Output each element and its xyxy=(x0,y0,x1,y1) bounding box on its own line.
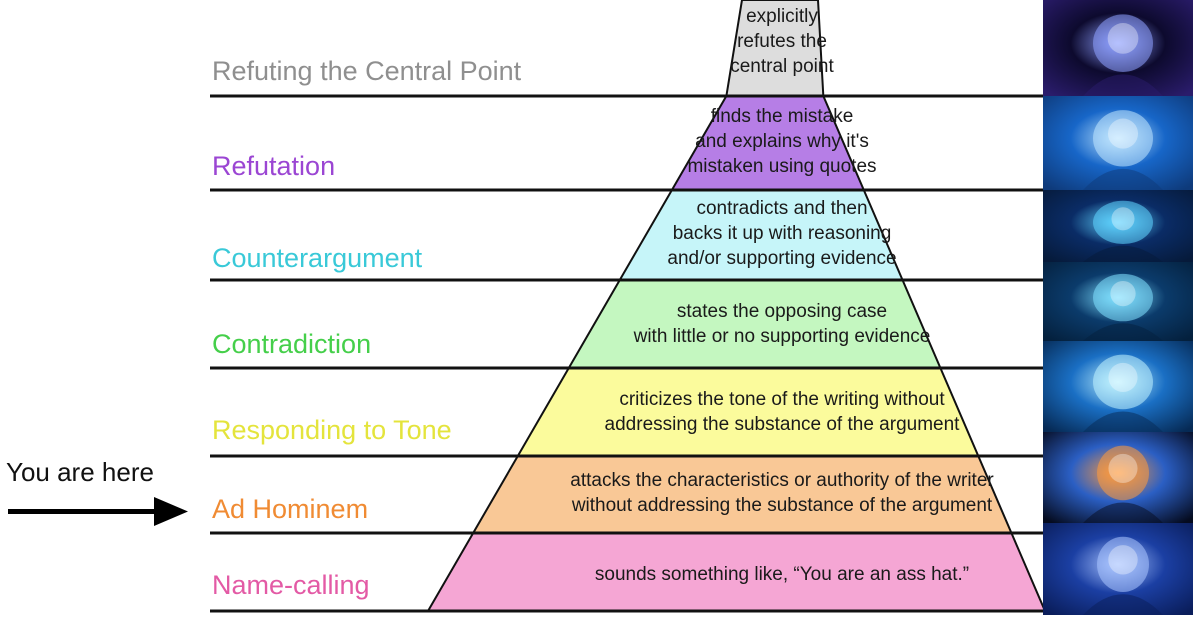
level-label-ad-hominem: Ad Hominem xyxy=(212,494,368,525)
description-line: criticizes the tone of the writing witho… xyxy=(482,387,1082,412)
level-label-refuting-central-point: Refuting the Central Point xyxy=(212,56,521,87)
meme-thumbnail-7 xyxy=(1043,523,1193,615)
description-line: mistaken using quotes xyxy=(482,154,1082,179)
description-line: sounds something like, “You are an ass h… xyxy=(482,562,1082,587)
level-description-name-calling: sounds something like, “You are an ass h… xyxy=(482,562,1082,587)
meme-thumbnail-6 xyxy=(1043,432,1193,523)
meme-thumbnail-4 xyxy=(1043,262,1193,341)
description-line: addressing the substance of the argument xyxy=(482,412,1082,437)
description-line: without addressing the substance of the … xyxy=(482,493,1082,518)
level-label-refutation: Refutation xyxy=(212,151,335,182)
description-line: refutes the xyxy=(482,29,1082,54)
description-line: states the opposing case xyxy=(482,299,1082,324)
level-label-counterargument: Counterargument xyxy=(212,243,422,274)
level-description-ad-hominem: attacks the characteristics or authority… xyxy=(482,468,1082,518)
meme-thumbnail-5 xyxy=(1043,341,1193,432)
description-line: with little or no supporting evidence xyxy=(482,324,1082,349)
level-label-responding-to-tone: Responding to Tone xyxy=(212,415,452,446)
description-line: backs it up with reasoning xyxy=(482,221,1082,246)
level-description-contradiction: states the opposing case with little or … xyxy=(482,299,1082,349)
description-line: central point xyxy=(482,54,1082,79)
level-description-refutation: finds the mistake and explains why it's … xyxy=(482,104,1082,179)
level-description-counterargument: contradicts and then backs it up with re… xyxy=(482,196,1082,271)
description-line: and explains why it's xyxy=(482,129,1082,154)
level-label-contradiction: Contradiction xyxy=(212,329,371,360)
right-arrow-icon xyxy=(8,497,193,527)
description-line: explicitly xyxy=(482,4,1082,29)
description-line: attacks the characteristics or authority… xyxy=(482,468,1082,493)
description-line: finds the mistake xyxy=(482,104,1082,129)
level-description-refuting-central-point: explicitly refutes the central point xyxy=(482,4,1082,79)
meme-thumbnail-1 xyxy=(1043,0,1193,96)
you-are-here-label: You are here xyxy=(6,457,154,488)
meme-thumbnail-3 xyxy=(1043,190,1193,262)
description-line: contradicts and then xyxy=(482,196,1082,221)
description-line: and/or supporting evidence xyxy=(482,246,1082,271)
level-description-responding-to-tone: criticizes the tone of the writing witho… xyxy=(482,387,1082,437)
meme-thumbnail-2 xyxy=(1043,96,1193,190)
level-label-name-calling: Name-calling xyxy=(212,570,370,601)
